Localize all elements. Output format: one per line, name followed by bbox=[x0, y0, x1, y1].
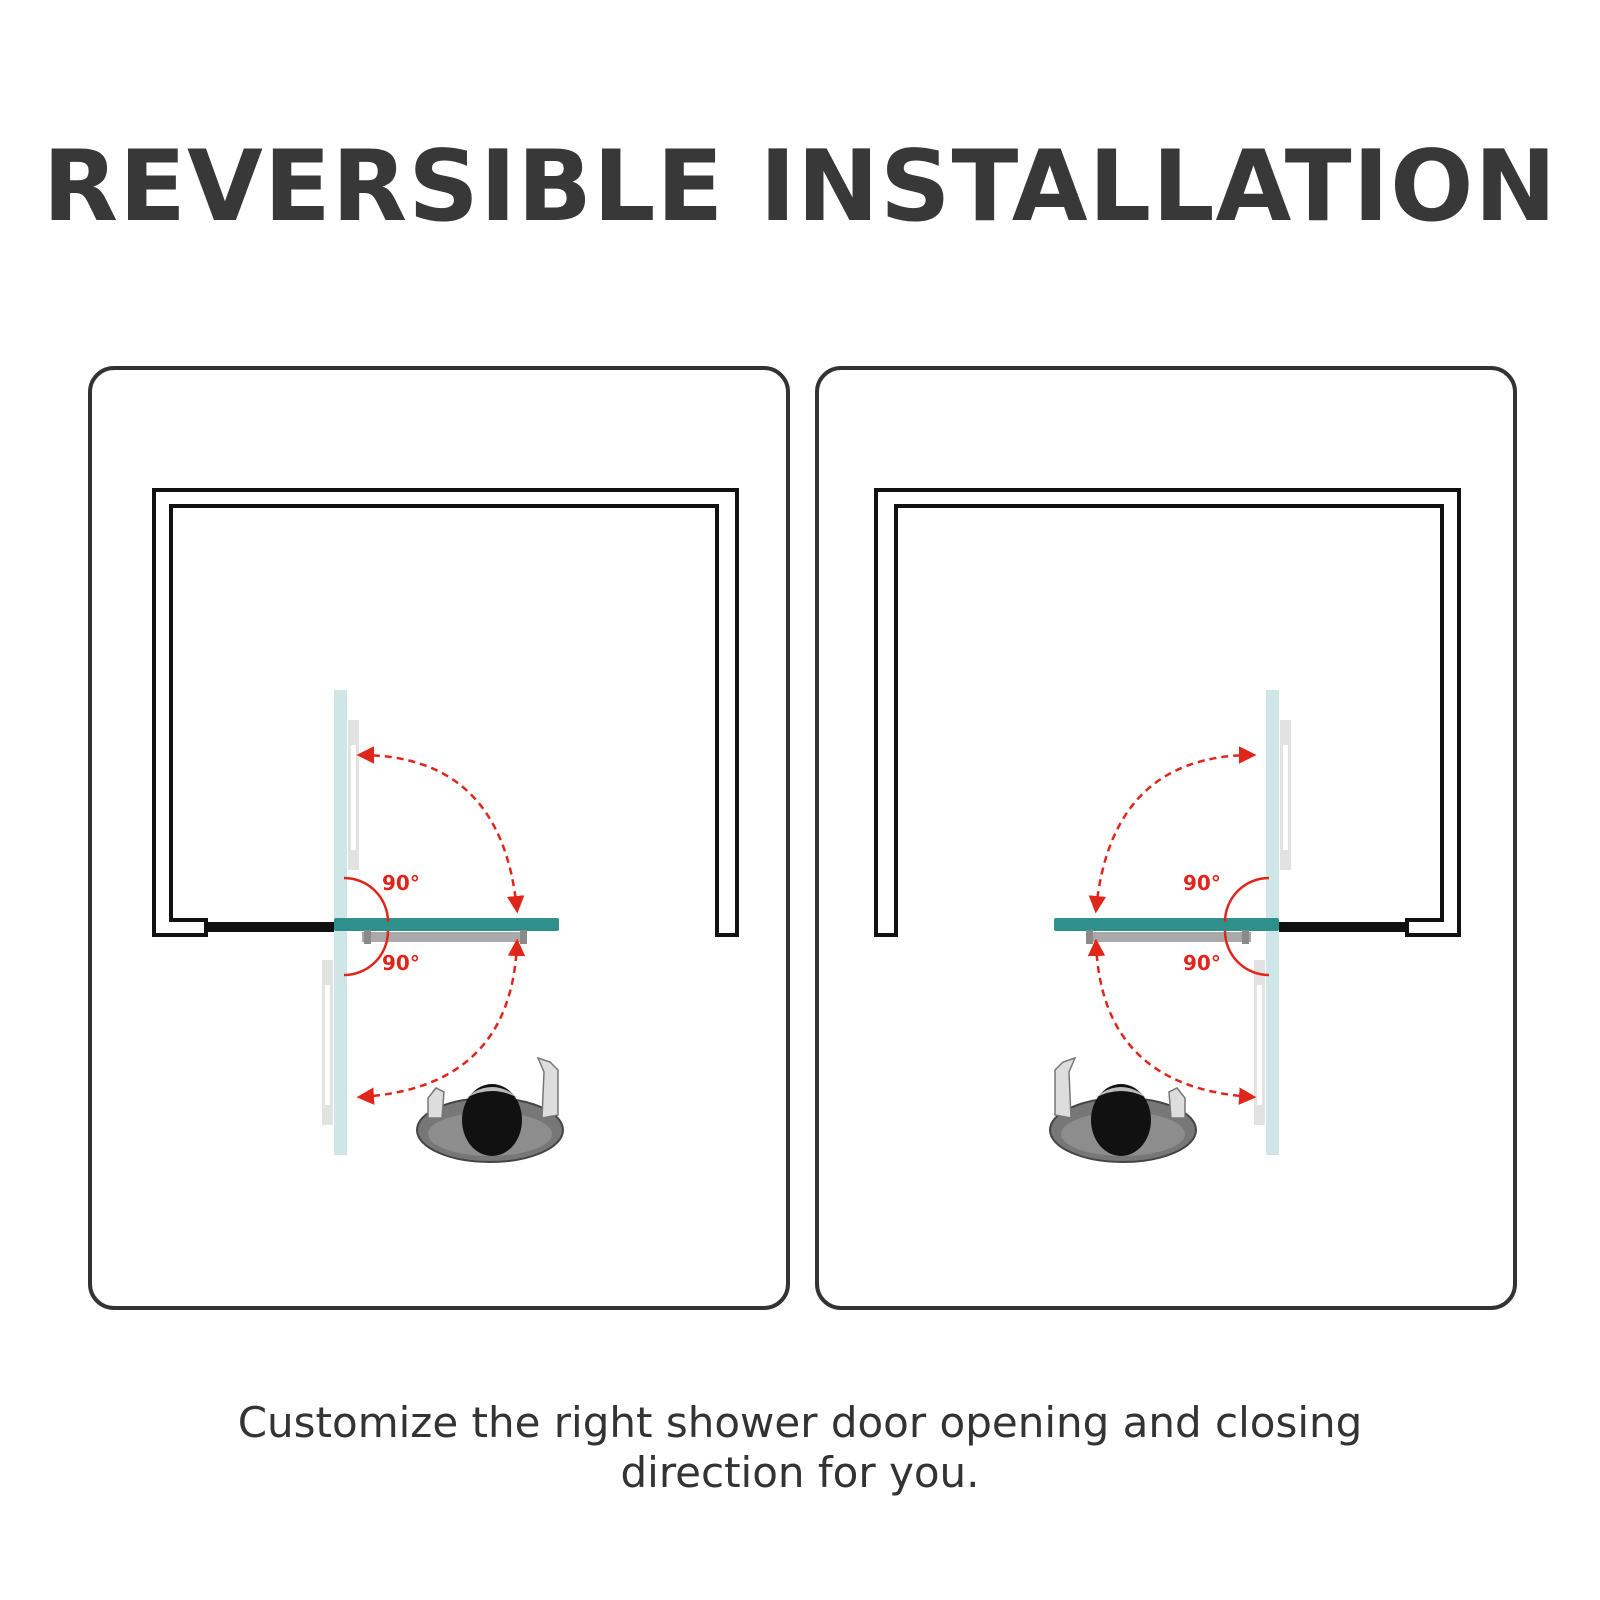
swing-arrow-outward bbox=[1087, 938, 1257, 1105]
right-installation-diagram: 90° 90° bbox=[874, 488, 1461, 1163]
diagram-panel-right: 90° 90° bbox=[815, 366, 1517, 1310]
diagram-panel-left: 90° 90° bbox=[88, 366, 790, 1310]
enclosure-wall-outer bbox=[874, 488, 1461, 937]
swing-arrow-inward bbox=[356, 746, 525, 914]
angle-label-top: 90° bbox=[1183, 871, 1221, 895]
angle-label-bottom: 90° bbox=[1183, 951, 1221, 975]
caption-line-2: direction for you. bbox=[620, 1448, 980, 1497]
seal-strip bbox=[1277, 922, 1407, 932]
angle-label-top: 90° bbox=[382, 871, 420, 895]
seal-strip bbox=[206, 922, 336, 932]
door-handle bbox=[362, 932, 527, 942]
enclosure-wall-outer bbox=[152, 488, 739, 937]
door-glass bbox=[334, 918, 559, 931]
person-icon bbox=[1049, 1056, 1197, 1163]
swing-arrow-inward bbox=[1088, 746, 1257, 914]
person-icon bbox=[416, 1056, 564, 1163]
swing-arrow-outward bbox=[356, 938, 526, 1105]
door-handle bbox=[1086, 932, 1251, 942]
door-glass bbox=[1054, 918, 1279, 931]
left-installation-diagram: 90° 90° bbox=[152, 488, 739, 1163]
angle-arc-top bbox=[1223, 876, 1270, 923]
page-title: REVERSIBLE INSTALLATION bbox=[42, 130, 1558, 244]
angle-label-bottom: 90° bbox=[382, 951, 420, 975]
caption-line-1: Customize the right shower door opening … bbox=[237, 1398, 1363, 1447]
caption: Customize the right shower door opening … bbox=[0, 1398, 1600, 1498]
